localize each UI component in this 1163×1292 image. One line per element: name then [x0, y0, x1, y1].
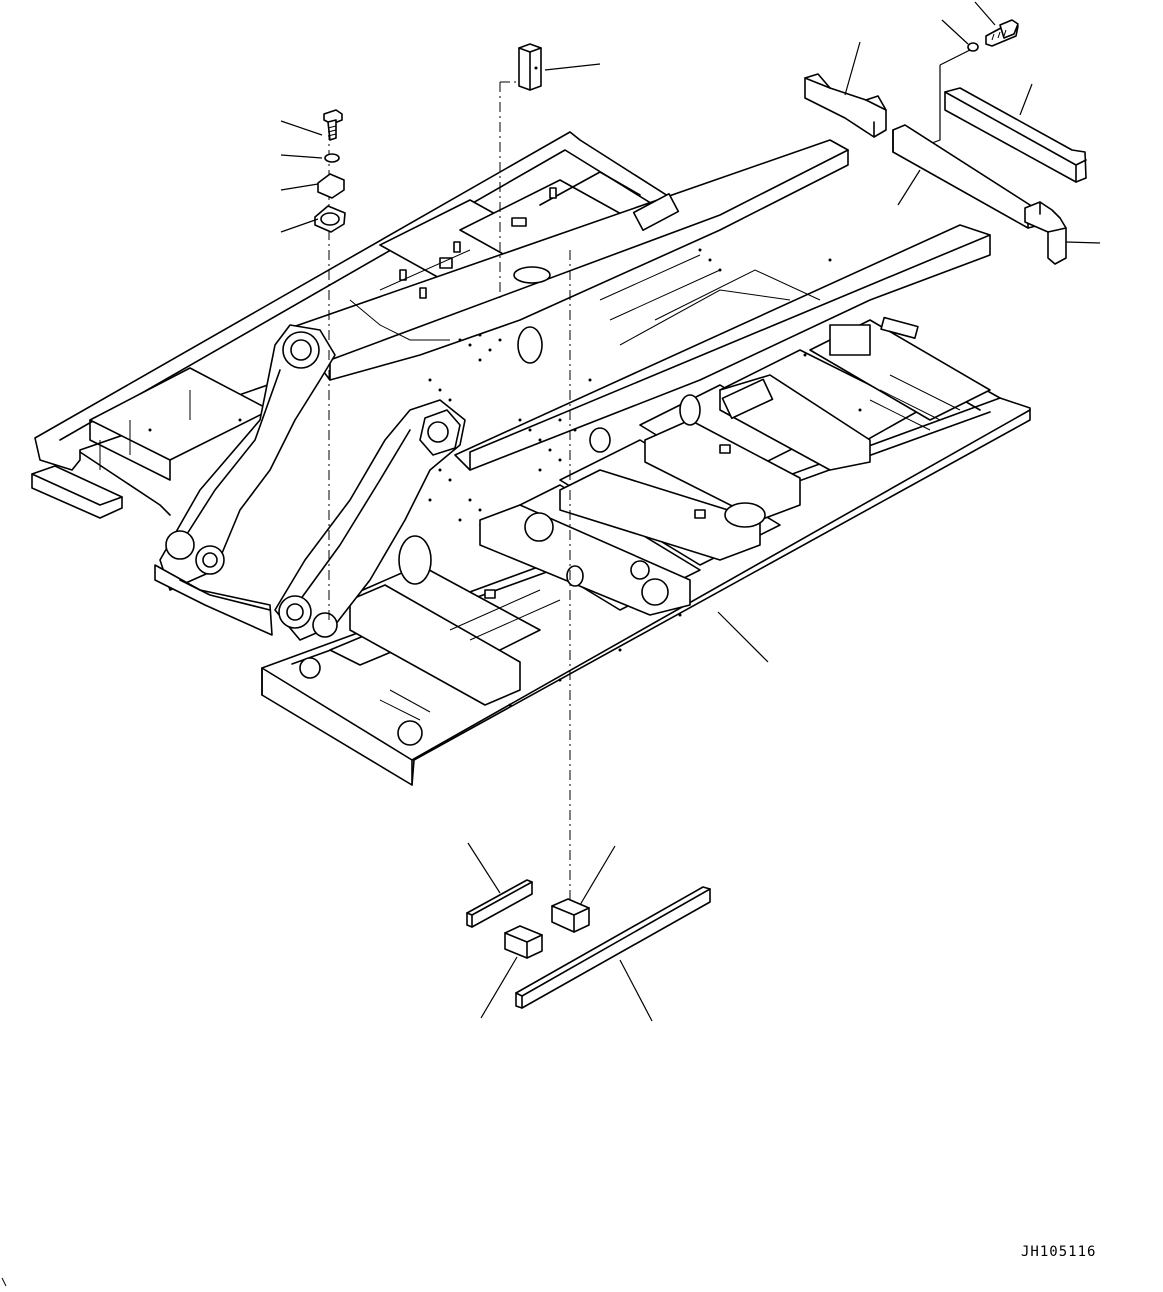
frame-leader	[718, 612, 768, 662]
long-bar	[516, 887, 710, 1021]
bolt-and-cover-stack	[281, 110, 345, 620]
block-spacer-a	[552, 846, 615, 932]
block-spacer-top	[500, 44, 600, 300]
bolt	[324, 110, 342, 140]
drawing-reference-code: JH105116	[1021, 1244, 1097, 1260]
corner-block	[1025, 202, 1100, 264]
gasket	[315, 206, 345, 232]
shim-strip	[467, 843, 532, 927]
counterweight-bracket-left	[805, 42, 886, 137]
bottom-loose-parts	[467, 843, 710, 1021]
block-spacer-b	[481, 926, 542, 1018]
revolving-frame	[32, 132, 1030, 785]
cover-plate	[318, 174, 344, 198]
counterweight-bracket-right	[945, 84, 1086, 182]
bolt-top-right	[986, 20, 1018, 46]
washer-top-right	[968, 43, 978, 51]
top-right-parts	[805, 2, 1100, 264]
washer	[325, 154, 339, 162]
